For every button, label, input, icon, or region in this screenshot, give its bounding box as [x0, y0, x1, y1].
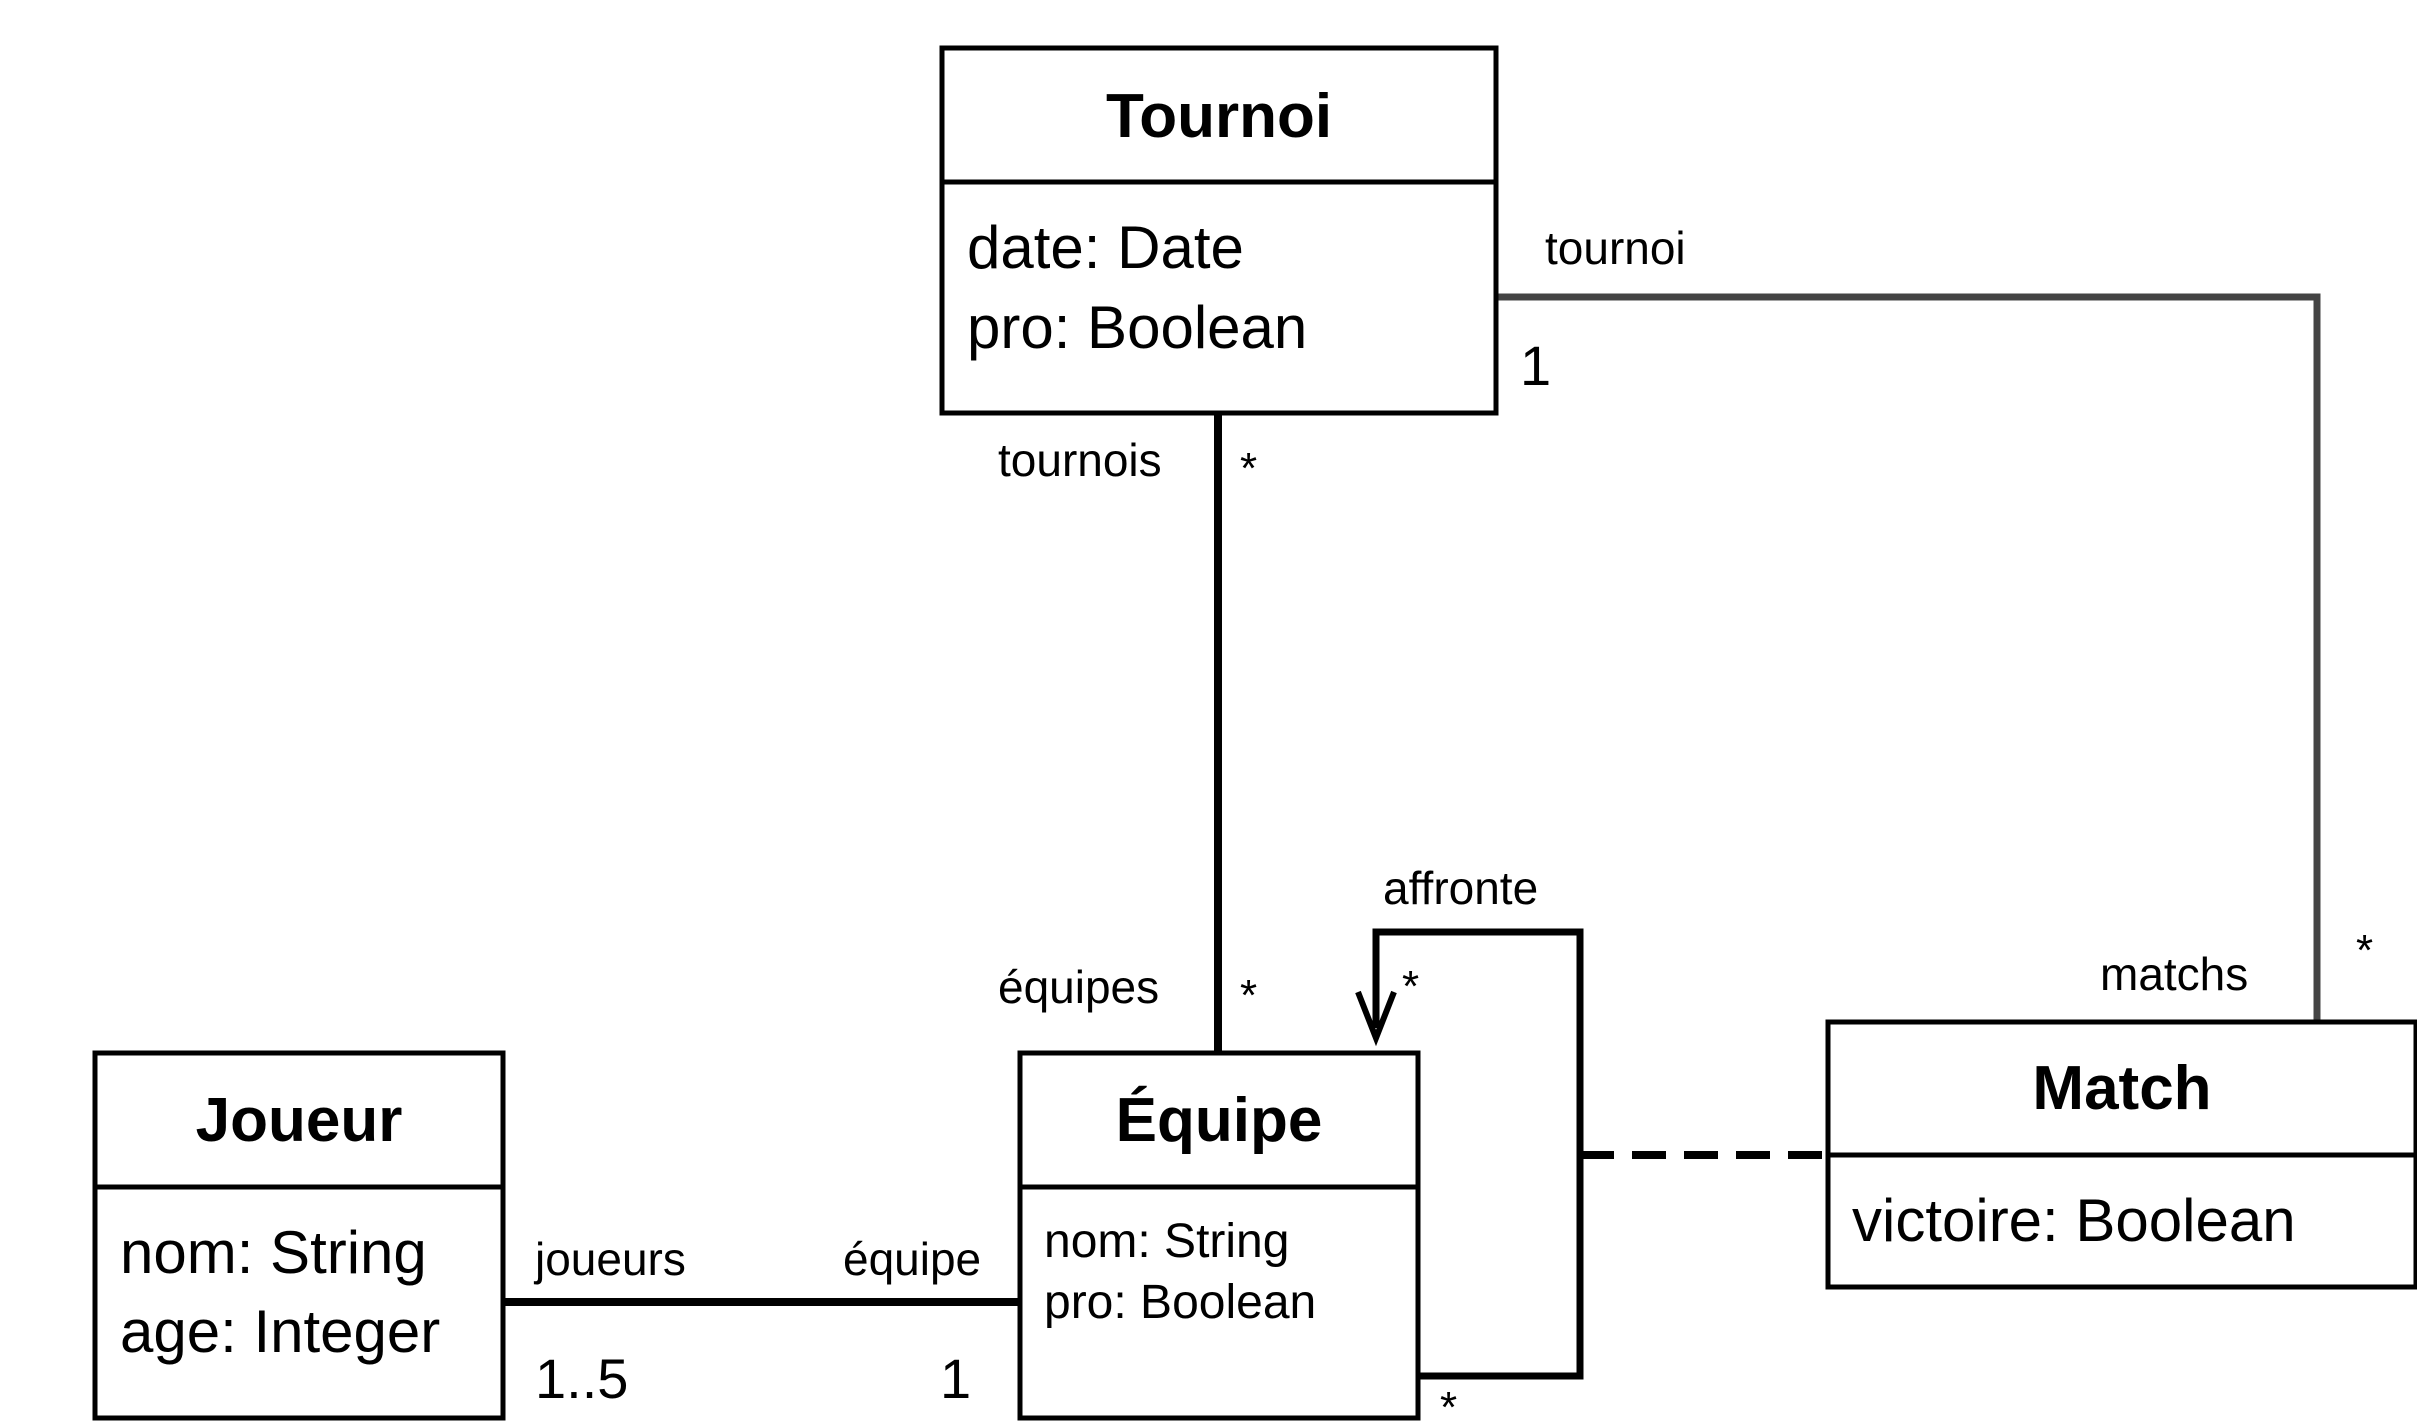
multiplicity-label: 1	[1520, 334, 1551, 397]
multiplicity-label: 1..5	[535, 1347, 628, 1410]
multiplicity-label: *	[1440, 1383, 1457, 1422]
role-label: équipe	[843, 1233, 981, 1285]
class-name: Équipe	[1116, 1086, 1323, 1155]
class-joueur[interactable]: Joueur nom: String age: Integer	[92, 1050, 506, 1421]
class-attribute: pro: Boolean	[967, 294, 1307, 361]
role-label: équipes	[998, 961, 1159, 1013]
class-attribute: date: Date	[967, 214, 1244, 281]
class-equipe[interactable]: Équipe nom: String pro: Boolean	[1017, 1050, 1421, 1421]
multiplicity-label: *	[1402, 962, 1419, 1011]
affronte-arrowhead	[1355, 990, 1397, 1047]
association-name: affronte	[1383, 862, 1538, 914]
role-label: joueurs	[533, 1233, 686, 1285]
class-attribute: nom: String	[1044, 1215, 1289, 1268]
class-tournoi[interactable]: Tournoi date: Date pro: Boolean	[939, 45, 1499, 416]
role-label: tournoi	[1545, 222, 1686, 274]
multiplicity-label: *	[2356, 926, 2373, 975]
role-label: tournois	[998, 434, 1162, 486]
class-attribute: nom: String	[120, 1219, 427, 1286]
class-name: Tournoi	[1106, 82, 1332, 151]
class-attribute: pro: Boolean	[1044, 1276, 1316, 1329]
class-name: Match	[2032, 1054, 2211, 1123]
multiplicity-label: 1	[940, 1347, 971, 1410]
class-name: Joueur	[196, 1086, 403, 1155]
class-attribute: victoire: Boolean	[1852, 1187, 2296, 1254]
role-label: matchs	[2100, 948, 2248, 1000]
class-match[interactable]: Match victoire: Boolean	[1825, 1019, 2417, 1290]
multiplicity-label: *	[1240, 971, 1257, 1020]
multiplicity-label: *	[1240, 444, 1257, 493]
class-attribute: age: Integer	[120, 1298, 440, 1365]
association-tournoi-match	[1493, 293, 2321, 1022]
association-affronte	[1372, 928, 1584, 1380]
